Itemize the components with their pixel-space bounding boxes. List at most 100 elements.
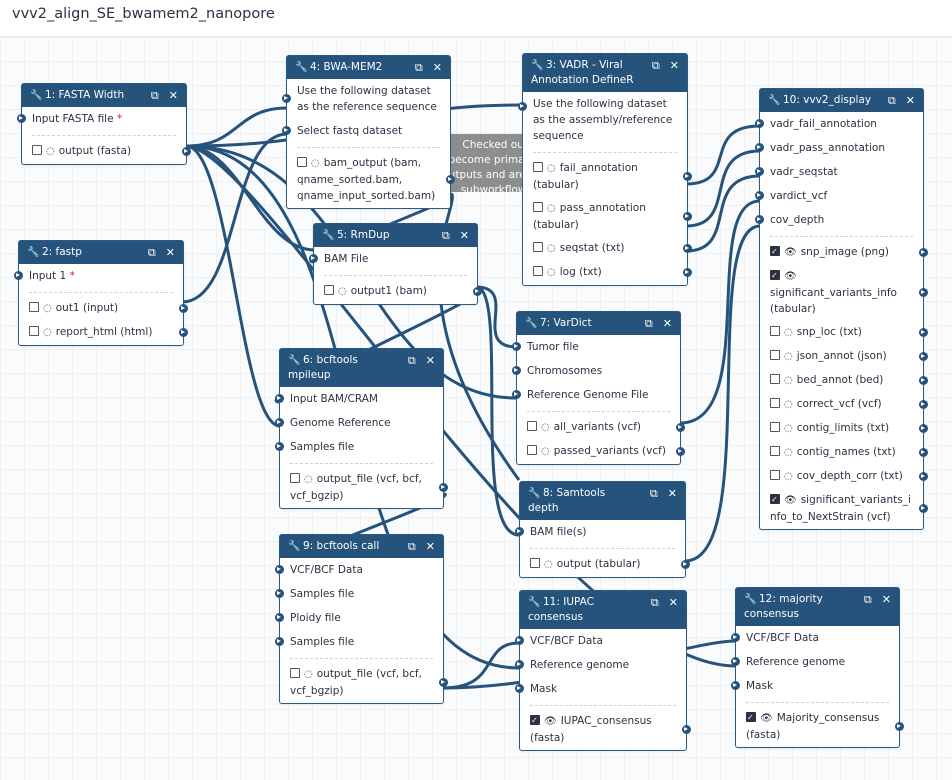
eye-icon[interactable]: 👁 [784,247,797,258]
node-header[interactable]: 🔧5: RmDup ⧉✕ [314,224,477,247]
input-row[interactable]: Use the following dataset as the assembl… [518,92,687,148]
input-row[interactable]: vadr_pass_annotation [755,136,923,160]
output-checkbox[interactable] [32,145,42,155]
input-row[interactable]: vadr_seqstat [755,160,923,184]
input-terminal[interactable] [17,114,26,123]
copy-icon[interactable]: ⧉ [651,59,660,72]
output-row[interactable]: ◌pass_annotation (tabular) [523,197,692,237]
output-terminal[interactable] [439,678,448,687]
eye-slash-icon[interactable]: ◌ [304,669,313,680]
node-header[interactable]: 🔧11: IUPAC consensus ⧉✕ [520,591,686,629]
output-terminal[interactable] [919,448,928,457]
close-icon[interactable]: ✕ [168,89,178,102]
node-bcftools-call[interactable]: 🔧9: bcftools call ⧉✕ VCF/BCF Data Sample… [275,534,448,704]
node-header[interactable]: 🔧3: VADR - Viral Annotation DefineR ⧉✕ [523,54,687,92]
input-terminal[interactable] [755,143,764,152]
node-fastp[interactable]: 🔧2: fastp ⧉✕ Input 1 * ◌out1 (input) ◌re… [14,240,188,346]
output-terminal[interactable] [919,288,928,297]
input-terminal[interactable] [755,191,764,200]
eye-slash-icon[interactable]: ◌ [784,375,793,386]
eye-slash-icon[interactable]: ◌ [547,267,556,278]
input-terminal[interactable] [515,684,524,693]
close-icon[interactable]: ✕ [668,596,678,609]
input-terminal[interactable] [755,215,764,224]
input-row[interactable]: Ploidy file [275,606,443,630]
input-row[interactable]: VCF/BCF Data [515,629,686,653]
node-header[interactable]: 🔧6: bcftools mpileup ⧉✕ [280,349,443,387]
node-header[interactable]: 🔧1: FASTA Width ⧉✕ [22,84,186,107]
input-row[interactable]: Mask [515,677,686,701]
eye-slash-icon[interactable]: ◌ [784,399,793,410]
node-vvv2-display[interactable]: 🔧10: vvv2_display ⧉✕ vadr_fail_annotatio… [755,88,928,530]
output-row[interactable]: 👁significant_variants_info (tabular) [760,265,928,321]
input-row[interactable]: Reference Genome File [512,383,680,407]
output-terminal[interactable] [919,472,928,481]
node-vadr[interactable]: 🔧3: VADR - Viral Annotation DefineR ⧉✕ U… [518,53,692,286]
output-checkbox[interactable] [770,374,780,384]
output-terminal[interactable] [676,447,685,456]
output-row[interactable]: ◌fail_annotation (tabular) [523,157,692,197]
input-row[interactable]: Input BAM/CRAM [275,387,443,411]
output-terminal[interactable] [919,248,928,257]
output-checkbox[interactable] [29,326,39,336]
input-terminal[interactable] [515,660,524,669]
copy-icon[interactable]: ⧉ [407,354,416,367]
input-terminal[interactable] [275,613,284,622]
output-terminal[interactable] [182,147,191,156]
output-row[interactable]: ◌out1 (input) [19,297,188,321]
node-header[interactable]: 🔧7: VarDict ⧉✕ [517,312,680,335]
output-row[interactable]: ◌output (tabular) [520,553,690,577]
output-terminal[interactable] [179,304,188,313]
eye-slash-icon[interactable]: ◌ [43,303,52,314]
output-checkbox[interactable] [29,302,39,312]
input-terminal[interactable] [282,126,291,135]
output-checkbox[interactable] [530,713,540,729]
node-samtools-depth[interactable]: 🔧8: Samtools depth ⧉✕ BAM file(s) ◌outpu… [515,481,690,578]
output-terminal[interactable] [683,268,692,277]
close-icon[interactable]: ✕ [667,487,677,500]
copy-icon[interactable]: ⧉ [147,246,156,259]
output-terminal[interactable] [179,328,188,337]
output-checkbox[interactable] [533,266,543,276]
input-terminal[interactable] [512,342,521,351]
close-icon[interactable]: ✕ [662,317,672,330]
node-header[interactable]: 🔧4: BWA-MEM2 ⧉✕ [287,56,450,79]
input-row[interactable]: vardict_vcf [755,184,923,208]
input-terminal[interactable] [731,657,740,666]
eye-slash-icon[interactable]: ◌ [547,243,556,254]
output-terminal[interactable] [919,504,928,513]
output-terminal[interactable] [676,423,685,432]
eye-slash-icon[interactable]: ◌ [338,286,347,297]
output-row[interactable]: ◌report_html (html) [19,321,188,345]
output-row[interactable]: ◌contig_names (txt) [760,441,928,465]
close-icon[interactable]: ✕ [905,94,915,107]
output-terminal[interactable] [919,376,928,385]
input-row[interactable]: Use the following dataset as the referen… [282,79,450,119]
output-checkbox[interactable] [530,558,540,568]
input-row[interactable]: Reference genome [731,650,899,674]
close-icon[interactable]: ✕ [165,246,175,259]
node-header[interactable]: 🔧10: vvv2_display ⧉✕ [760,89,923,112]
output-checkbox[interactable] [290,473,300,483]
output-terminal[interactable] [682,725,691,734]
node-header[interactable]: 🔧12: majority consensus ⧉✕ [736,588,899,626]
input-terminal[interactable] [282,94,291,103]
input-terminal[interactable] [755,119,764,128]
output-terminal[interactable] [439,483,448,492]
output-terminal[interactable] [473,287,482,296]
output-checkbox[interactable] [770,244,780,260]
input-terminal[interactable] [275,589,284,598]
input-row[interactable]: Samples file [275,630,443,654]
node-header[interactable]: 🔧2: fastp ⧉✕ [19,241,183,264]
output-row[interactable]: ◌all_variants (vcf) [517,416,685,440]
eye-icon[interactable]: 👁 [760,713,773,724]
input-row[interactable]: Chromosomes [512,359,680,383]
output-row[interactable]: 👁Majority_consensus (fasta) [736,707,904,747]
eye-icon[interactable]: 👁 [784,495,797,506]
input-row[interactable]: Samples file [275,582,443,606]
eye-slash-icon[interactable]: ◌ [784,327,793,338]
eye-slash-icon[interactable]: ◌ [304,474,313,485]
output-checkbox[interactable] [746,710,756,726]
close-icon[interactable]: ✕ [459,229,469,242]
output-row[interactable]: ◌output_file (vcf, bcf, vcf_bgzip) [280,663,448,703]
